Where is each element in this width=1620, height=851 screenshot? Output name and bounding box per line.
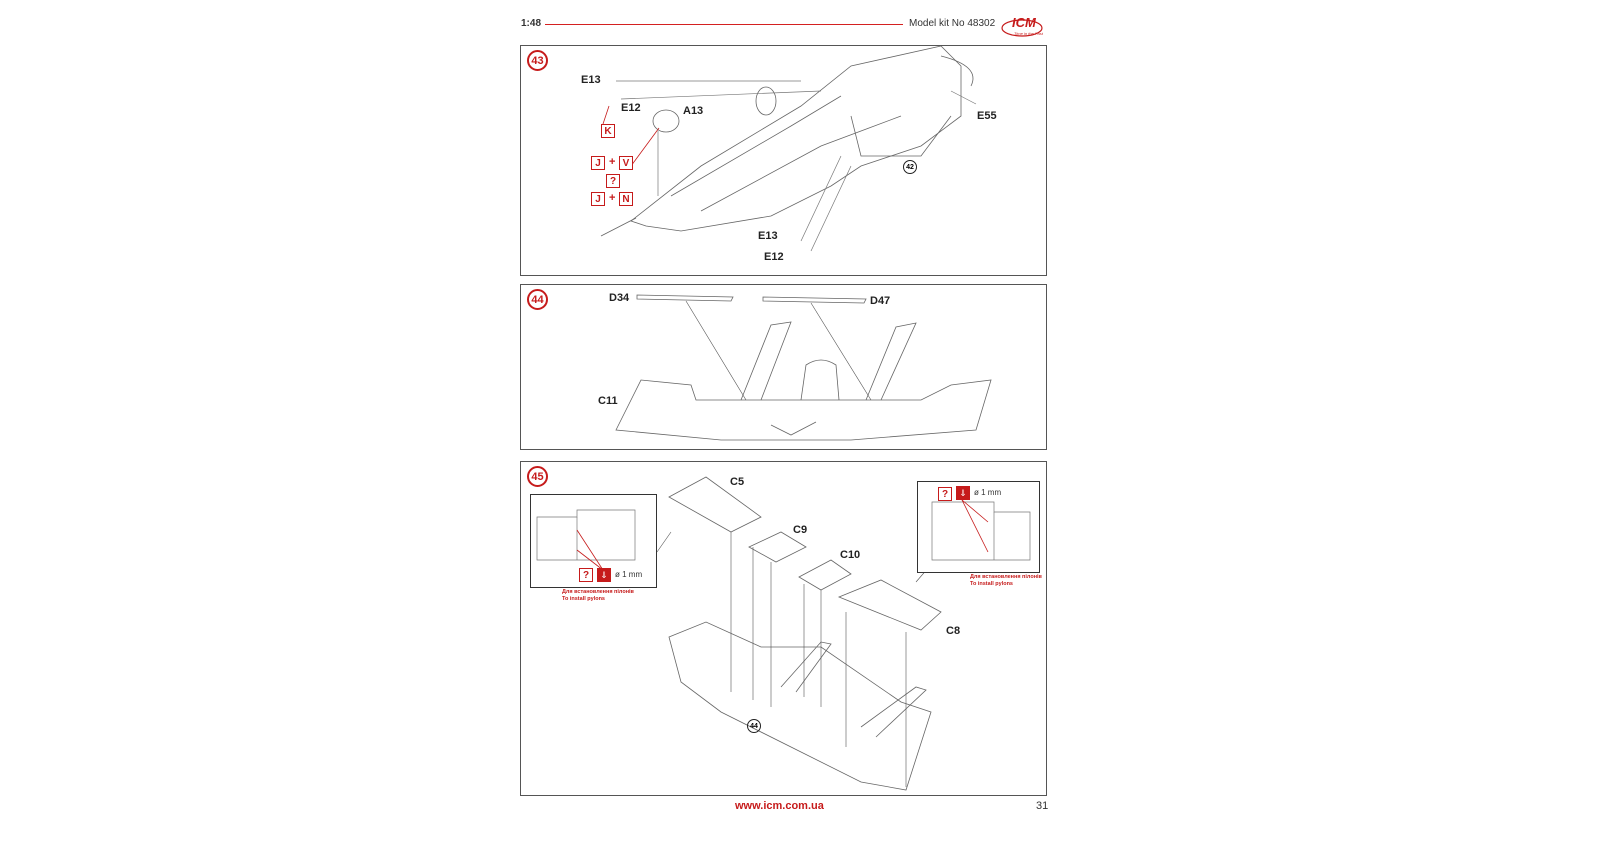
paint-code-v: V bbox=[619, 156, 633, 170]
part-label-e12-lower: E12 bbox=[764, 251, 784, 263]
drill-size: ø 1 mm bbox=[615, 570, 643, 579]
part-label-a13: A13 bbox=[683, 105, 704, 117]
part-label-e13-lower: E13 bbox=[758, 230, 778, 242]
logo-tagline: Time in the Past bbox=[1014, 31, 1043, 36]
step-number-45: 45 bbox=[527, 466, 548, 487]
part-label-e12: E12 bbox=[621, 102, 641, 114]
step-45-panel: 45 C5 C9 C10 C8 44 ? ⇓ ø 1 mm Для встано… bbox=[520, 461, 1047, 796]
logo-text: ICM bbox=[1012, 15, 1036, 30]
part-label-c8: C8 bbox=[946, 625, 961, 637]
model-kit-number: Model kit No 48302 bbox=[909, 18, 996, 29]
install-note-en: To install pylons bbox=[562, 596, 605, 602]
scale-label: 1:48 bbox=[521, 18, 542, 29]
inset-left-detail: ? ⇓ ø 1 mm bbox=[530, 494, 657, 588]
paint-code-unknown: ? bbox=[606, 174, 620, 188]
inset-right-detail: ? ⇓ ø 1 mm bbox=[917, 481, 1040, 573]
drill-icon: ⇓ bbox=[956, 486, 970, 500]
icm-logo: ICM Time in the Past bbox=[1000, 13, 1048, 39]
paint-code-n: N bbox=[619, 192, 633, 206]
drill-icon: ⇓ bbox=[597, 568, 611, 582]
part-label-d34: D34 bbox=[609, 292, 630, 304]
install-note-ua: Для встановлення пілонів bbox=[970, 574, 1042, 580]
wing-center-section-drawing bbox=[615, 294, 992, 441]
header-rule bbox=[545, 24, 903, 25]
part-label-c9: C9 bbox=[793, 524, 808, 536]
footer-website-link[interactable]: www.icm.com.ua bbox=[735, 800, 824, 812]
part-label-c10: C10 bbox=[840, 549, 861, 561]
wing-panels-drawing bbox=[656, 476, 942, 791]
install-note-en: To install pylons bbox=[970, 581, 1013, 587]
page-number: 31 bbox=[1036, 800, 1049, 812]
paint-code-unknown: ? bbox=[938, 487, 952, 501]
step-43-panel: 43 E13 E12 A13 E55 E13 E12 K J + V ? J +… bbox=[520, 45, 1047, 276]
paint-code-j: J bbox=[591, 156, 605, 170]
plus-sign: + bbox=[609, 156, 616, 168]
drill-size: ø 1 mm bbox=[974, 488, 1002, 497]
paint-code-j: J bbox=[591, 192, 605, 206]
step-44-panel: 44 D34 D47 C11 bbox=[520, 284, 1047, 450]
paint-code-k: K bbox=[601, 124, 615, 138]
part-label-e13: E13 bbox=[581, 74, 601, 86]
paint-code-unknown: ? bbox=[579, 568, 593, 582]
step-number-43: 43 bbox=[527, 50, 548, 71]
part-label-e55: E55 bbox=[977, 110, 997, 122]
ref-step-44: 44 bbox=[747, 719, 761, 733]
part-label-c5: C5 bbox=[730, 476, 745, 488]
step-number-44: 44 bbox=[527, 289, 548, 310]
part-label-c11: C11 bbox=[598, 395, 618, 407]
part-label-d47: D47 bbox=[870, 295, 891, 307]
plus-sign: + bbox=[609, 192, 616, 204]
ref-step-42: 42 bbox=[903, 160, 917, 174]
install-note-ua: Для встановлення пілонів bbox=[562, 589, 634, 595]
aircraft-fuselage-drawing bbox=[600, 46, 977, 252]
